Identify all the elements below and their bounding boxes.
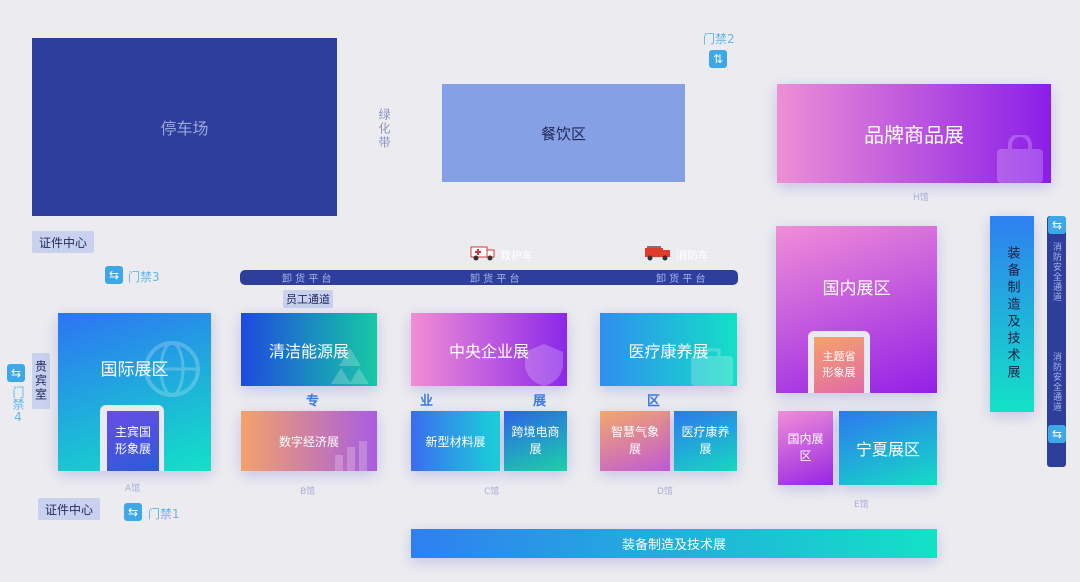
- shield-icon: [525, 344, 563, 386]
- fire-truck-label: 消防车: [676, 249, 709, 262]
- smart-weather-hall[interactable]: 智慧气象展: [600, 411, 670, 471]
- equipment-bottom-label: 装备制造及技术展: [621, 538, 726, 553]
- cross-border-label: 跨境电商展: [511, 425, 560, 456]
- hall-d-label: D馆: [657, 487, 673, 497]
- guest-country-booth[interactable]: 主宾国形象展: [107, 411, 159, 471]
- cert-center-bottom-label: 证件中心: [44, 502, 93, 517]
- parking-label: 停车场: [160, 119, 209, 138]
- fire-lane-label-1: 消防安全通道: [1051, 242, 1061, 302]
- dining-label: 餐饮区: [540, 124, 586, 143]
- theme-province-booth[interactable]: 主题省形象展: [814, 337, 864, 393]
- zone-char-3: 展: [533, 394, 547, 409]
- central-enterprise-hall[interactable]: 中央企业展: [411, 313, 567, 386]
- swap-arrows-icon[interactable]: ⇆: [1048, 425, 1066, 443]
- smart-weather-label: 智慧气象展: [610, 425, 659, 456]
- recycle-icon: [331, 348, 369, 384]
- ningxia-zone-label: 宁夏展区: [855, 440, 920, 459]
- gate-4-label: 门禁4: [11, 386, 25, 424]
- dining-area[interactable]: 餐饮区: [442, 84, 685, 182]
- unload-label-3: 卸 货 平 台: [656, 274, 706, 285]
- equipment-vertical-label: 装备制造及技术展: [1004, 246, 1020, 382]
- digital-economy-hall[interactable]: 数字经济展: [241, 411, 377, 471]
- medical-health-label: 医疗康养展: [628, 341, 709, 361]
- domestic-zone-label: 国内展区: [822, 279, 891, 299]
- equipment-vertical-hall[interactable]: 装备制造及技术展: [990, 216, 1034, 412]
- hall-e-label: E馆: [854, 500, 869, 510]
- zone-char-1: 专: [306, 394, 320, 409]
- bar-chart-icon: [335, 441, 367, 471]
- zone-char-2: 业: [420, 394, 434, 409]
- ambulance-label: 救护车: [500, 249, 533, 262]
- domestic-small-label: 国内展区: [787, 432, 824, 463]
- vip-room-label: 贵宾室: [33, 360, 48, 402]
- cert-center-top[interactable]: 证件中心: [32, 231, 94, 253]
- medical-health-small-label: 医疗康养展: [681, 425, 730, 456]
- unload-label-1: 卸 货 平 台: [282, 274, 332, 285]
- new-materials-hall[interactable]: 新型材料展: [411, 411, 500, 471]
- swap-arrows-icon[interactable]: ⇆: [105, 266, 123, 284]
- clean-energy-hall[interactable]: 清洁能源展: [241, 313, 377, 386]
- brand-goods-label: 品牌商品展: [864, 123, 964, 147]
- theme-province-label: 主题省形象展: [822, 350, 856, 379]
- fire-lane-label-2: 消防安全通道: [1051, 352, 1061, 412]
- gate-3-label: 门禁3: [128, 270, 160, 284]
- gate-1-label: 门禁1: [148, 507, 180, 521]
- swap-arrows-icon[interactable]: ⇆: [1048, 216, 1066, 234]
- hall-h-label: H馆: [913, 193, 929, 203]
- shopping-bag-icon: [997, 135, 1043, 183]
- vip-room[interactable]: 贵宾室: [32, 353, 50, 409]
- fire-safety-lane: 消防安全通道 消防安全通道: [1047, 216, 1066, 467]
- international-zone-label: 国际展区: [100, 360, 169, 380]
- zone-char-4: 区: [647, 394, 661, 409]
- medical-kit-icon: [691, 348, 733, 386]
- unloading-lane: 卸 货 平 台 卸 货 平 台 卸 货 平 台: [240, 270, 738, 285]
- ningxia-zone-hall[interactable]: 宁夏展区: [839, 411, 937, 485]
- ambulance-icon: [470, 245, 496, 261]
- cert-center-top-label: 证件中心: [38, 235, 87, 250]
- fire-truck-icon: [644, 245, 672, 261]
- gate-2-label: 门禁2: [703, 32, 735, 46]
- hall-a-label: A馆: [125, 484, 141, 494]
- domestic-small-hall[interactable]: 国内展区: [778, 411, 833, 485]
- digital-economy-label: 数字经济展: [278, 434, 339, 449]
- clean-energy-label: 清洁能源展: [268, 341, 349, 361]
- green-belt-label: 绿化带: [377, 108, 391, 150]
- staff-path[interactable]: 员工通道: [283, 290, 333, 308]
- staff-path-label: 员工通道: [286, 293, 330, 306]
- unload-label-2: 卸 货 平 台: [470, 274, 520, 285]
- cross-border-hall[interactable]: 跨境电商展: [504, 411, 567, 471]
- brand-goods-hall[interactable]: 品牌商品展: [777, 84, 1051, 183]
- equipment-bottom-hall[interactable]: 装备制造及技术展: [411, 529, 937, 558]
- parking-area[interactable]: 停车场: [32, 38, 337, 216]
- hall-b-label: B馆: [300, 487, 316, 497]
- guest-country-label: 主宾国形象展: [114, 425, 151, 456]
- new-materials-label: 新型材料展: [425, 434, 486, 449]
- swap-arrows-icon[interactable]: ⇆: [124, 503, 142, 521]
- medical-health-hall[interactable]: 医疗康养展: [600, 313, 737, 386]
- central-enterprise-label: 中央企业展: [448, 341, 529, 361]
- swap-arrows-icon[interactable]: ⇆: [7, 364, 25, 382]
- medical-health-small-hall[interactable]: 医疗康养展: [674, 411, 737, 471]
- swap-arrows-icon[interactable]: ⇅: [709, 50, 727, 68]
- hall-c-label: C馆: [484, 487, 500, 497]
- globe-icon: [144, 341, 200, 397]
- cert-center-bottom[interactable]: 证件中心: [38, 498, 100, 520]
